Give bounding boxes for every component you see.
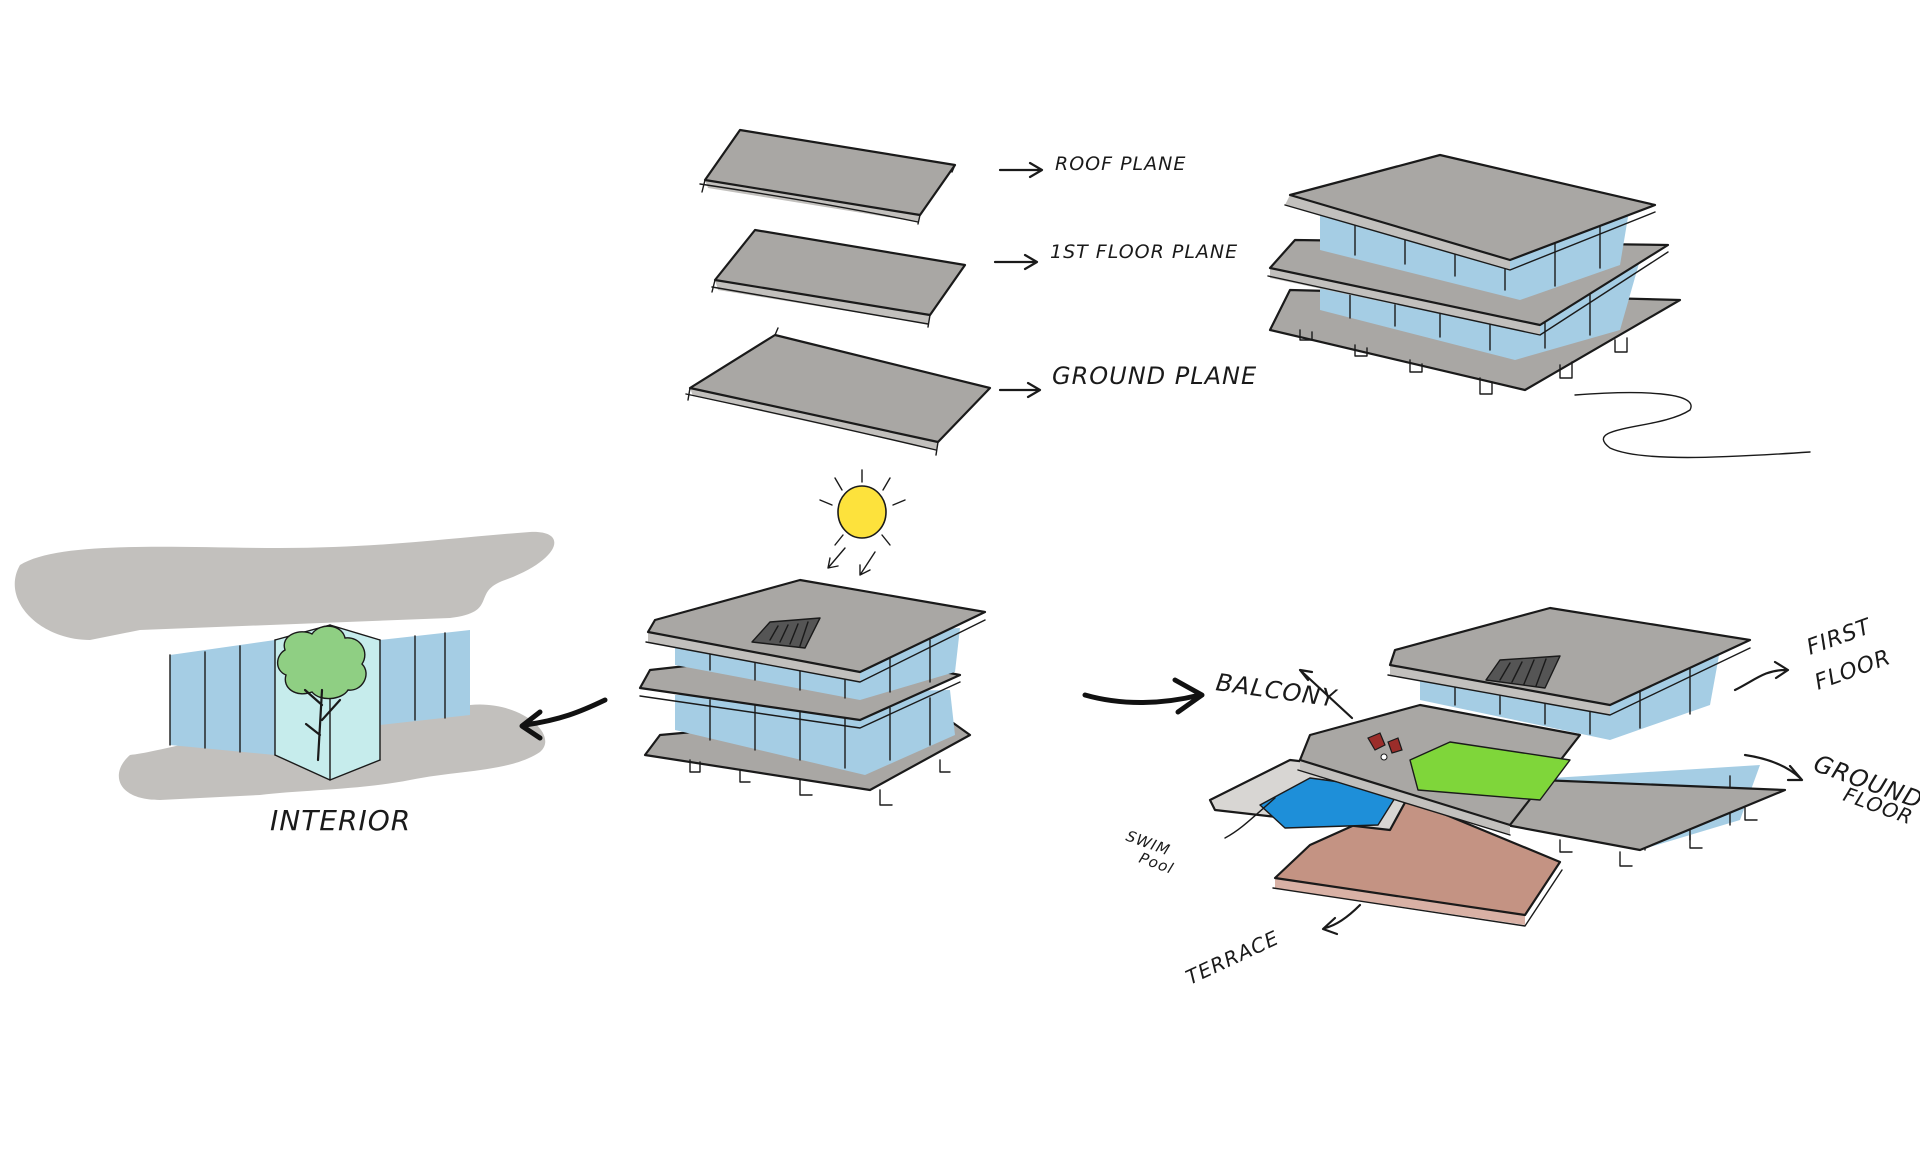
swim-pool-label-line2: Pool xyxy=(1137,849,1177,878)
interior-shadow-top xyxy=(14,531,555,640)
tree-icon xyxy=(276,625,367,762)
terrace-label: TERRACE xyxy=(1182,926,1283,990)
first-floor-plane-arrow xyxy=(993,253,1039,271)
exploded-planes: ROOF PLANE 1ST FLOOR PLANE GROUND PLANE xyxy=(685,128,1257,456)
terrace-deck xyxy=(1272,798,1563,927)
interior-arrow xyxy=(519,697,608,741)
first-floor-plane-label: 1ST FLOOR PLANE xyxy=(1050,241,1238,263)
ground-plane-slab xyxy=(685,327,992,456)
exploded-amenities: BALCONY xyxy=(1082,606,1920,990)
lounge-chair-icon xyxy=(1367,732,1403,761)
ground-line xyxy=(1574,391,1811,459)
courtyard-building xyxy=(638,469,987,806)
roof-plane-arrow xyxy=(998,161,1044,179)
first-floor-plane-slab xyxy=(711,228,967,328)
sun-icon xyxy=(819,469,906,576)
amenities-arrow xyxy=(1082,677,1205,715)
roof-plane-label: ROOF PLANE xyxy=(1055,153,1186,175)
balcony-slab xyxy=(1297,703,1582,836)
assembled-building xyxy=(1267,153,1811,459)
interior-label: INTERIOR xyxy=(270,804,411,837)
interior-sketch: INTERIOR xyxy=(14,531,608,837)
ground-plane-arrow xyxy=(998,381,1042,399)
roof-plane-slab xyxy=(699,128,957,225)
ground-plane-label: GROUND PLANE xyxy=(1052,362,1257,390)
